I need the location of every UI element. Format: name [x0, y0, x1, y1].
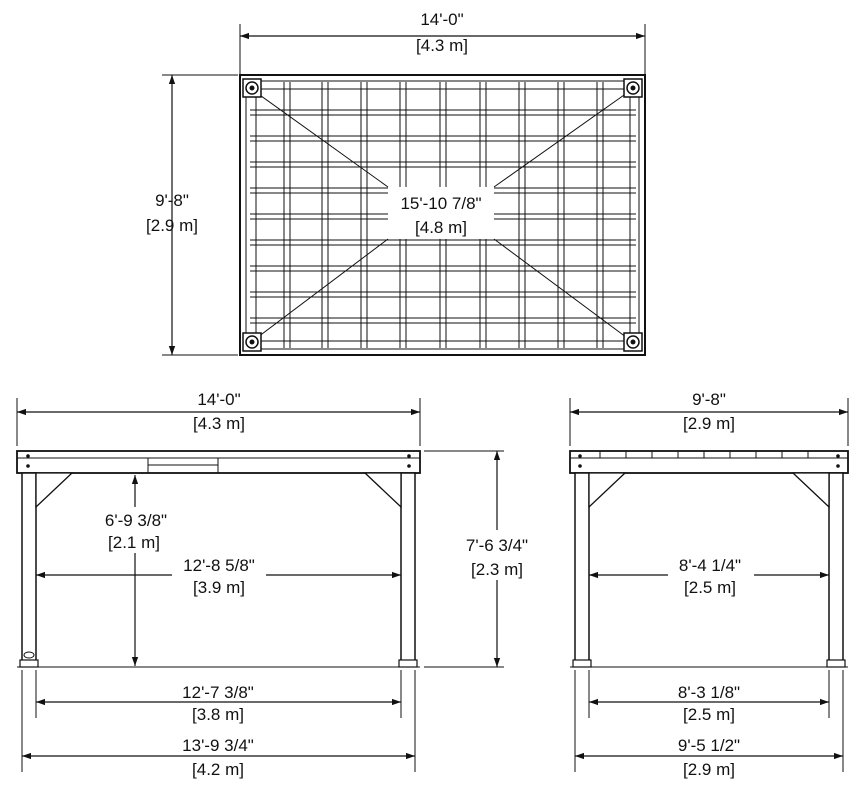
- front-post-base-right: [398, 659, 418, 668]
- side-base-outer-label-m: [2.9 m]: [683, 760, 735, 779]
- side-post-right: [828, 472, 844, 667]
- diagonal-line-1b: [493, 238, 635, 344]
- side-inner-span-label-background: [668, 553, 754, 599]
- side-inner-span-label-ft: 8'-4 1/4": [679, 556, 741, 575]
- front-post-right: [400, 472, 416, 667]
- front-height-label-m: [2.3 m]: [471, 560, 523, 579]
- front-inner-span-label-background: [172, 553, 266, 599]
- side-brace-left: [588, 472, 627, 509]
- side-base-inner-label-m: [2.5 m]: [683, 705, 735, 724]
- corner-post-top-left: [242, 78, 262, 98]
- side-width-label-ft: 9'-8": [692, 390, 726, 409]
- corner-post-top-right: [623, 78, 643, 98]
- front-clearance-label-background: [88, 507, 184, 553]
- top-inner-frame: [245, 80, 640, 350]
- front-base-outer-label-m: [4.2 m]: [192, 760, 244, 779]
- front-brace-right: [363, 472, 402, 509]
- top-outer-frame: [239, 74, 646, 356]
- top-view: 14'-0" [4.3 m] 9'-8" [2.9 m] 15'-10 7/8"…: [146, 10, 646, 356]
- front-view: 6'-9 3/8" [2.1 m] 12'-8 5/8" [3.9 m] 7'-…: [16, 390, 540, 779]
- front-width-label-m: [4.3 m]: [193, 414, 245, 433]
- front-height-label-background: [456, 530, 540, 580]
- diagonal-line-1a: [249, 87, 389, 188]
- diagonal-label-background: [388, 187, 494, 239]
- front-brace-left: [35, 472, 74, 509]
- side-post-base-right: [826, 659, 846, 668]
- front-base-outer-label-ft: 13'-9 3/4": [182, 736, 254, 755]
- side-brace-right: [791, 472, 830, 509]
- diagonal-line-2b: [249, 238, 389, 344]
- top-width-label-ft: 14'-0": [420, 10, 463, 29]
- top-depth-label-m: [2.9 m]: [146, 216, 198, 235]
- side-view: 8'-4 1/4" [2.5 m] 8'-3 1/8" [2.5 m] 9'-5…: [569, 390, 849, 779]
- front-beam-bolts: [26, 454, 411, 468]
- side-base-outer-label-ft: 9'-5 1/2": [678, 736, 740, 755]
- front-post-base-left: [19, 659, 39, 668]
- corner-post-bottom-left: [242, 332, 262, 352]
- top-width-label-m: [4.3 m]: [416, 36, 468, 55]
- corner-post-bottom-right: [623, 332, 643, 352]
- side-beam: [569, 450, 849, 474]
- top-diagonal-label-ft: 15'-10 7/8": [400, 194, 481, 213]
- front-base-inner-label-m: [3.8 m]: [192, 705, 244, 724]
- side-base-inner-label-ft: 8'-3 1/8": [678, 683, 740, 702]
- front-inner-span-label-ft: 12'-8 5/8": [183, 556, 255, 575]
- front-post-plate-icon: [23, 651, 35, 659]
- side-beam-rafter-ends: [599, 451, 809, 458]
- front-base-inner-label-ft: 12'-7 3/8": [182, 683, 254, 702]
- front-height-label-ft: 7'-6 3/4": [466, 536, 528, 555]
- side-post-left: [574, 472, 590, 667]
- front-width-label-ft: 14'-0": [197, 390, 240, 409]
- front-clearance-label-ft: 6'-9 3/8": [105, 511, 167, 530]
- front-inner-span-label-m: [3.9 m]: [193, 578, 245, 597]
- side-post-base-left: [572, 659, 592, 668]
- diagonal-line-2a: [493, 87, 635, 188]
- top-depth-label-ft: 9'-8": [155, 191, 189, 210]
- front-post-left: [21, 472, 37, 667]
- side-width-label-m: [2.9 m]: [683, 414, 735, 433]
- side-beam-bolts: [578, 454, 840, 468]
- side-inner-span-label-m: [2.5 m]: [684, 578, 736, 597]
- front-clearance-label-m: [2.1 m]: [108, 533, 160, 552]
- top-diagonal-label-m: [4.8 m]: [415, 218, 467, 237]
- top-beam-frame: [255, 88, 631, 342]
